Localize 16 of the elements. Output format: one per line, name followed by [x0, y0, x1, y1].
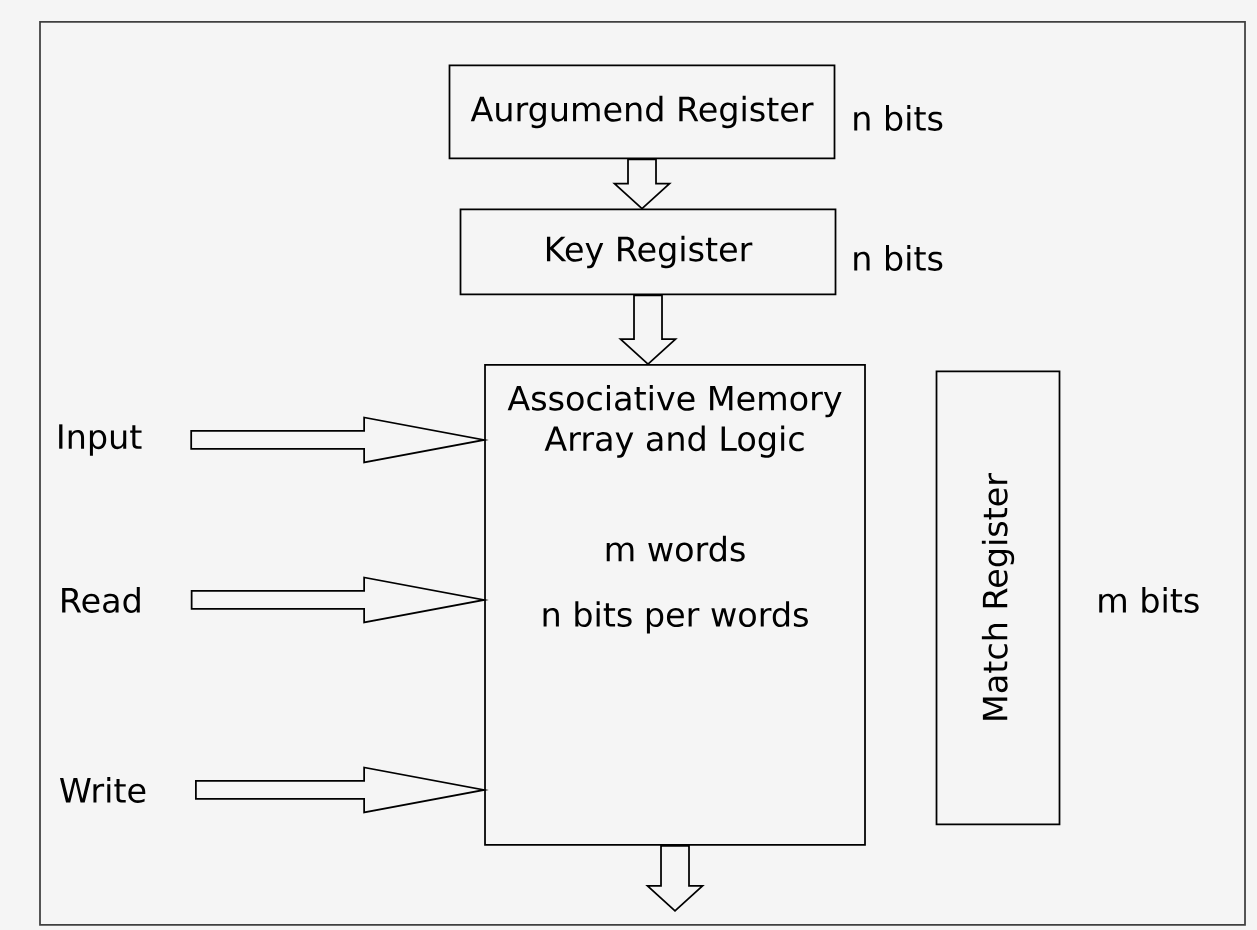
bit-width-label: n bits [854, 105, 943, 131]
block-arrow [190, 576, 489, 624]
block-arrow [195, 766, 489, 814]
signal-label: Read [62, 587, 140, 613]
block-arrow [190, 416, 489, 464]
signal-label: Write [59, 777, 146, 803]
bit-width-label: n bits [854, 245, 943, 271]
block-arrow [612, 158, 672, 210]
memory-array-box: Associative Memory Array and Logic m words n bits per words [484, 364, 866, 846]
register-box: Key Register [459, 208, 837, 296]
register-box: Match Register [935, 370, 1061, 826]
register-box: Aurgumend Register [448, 64, 836, 160]
signal-label: Input [59, 424, 142, 456]
block-arrow [645, 845, 705, 913]
block-arrow [618, 294, 678, 366]
bit-width-label: m bits [1099, 587, 1199, 613]
